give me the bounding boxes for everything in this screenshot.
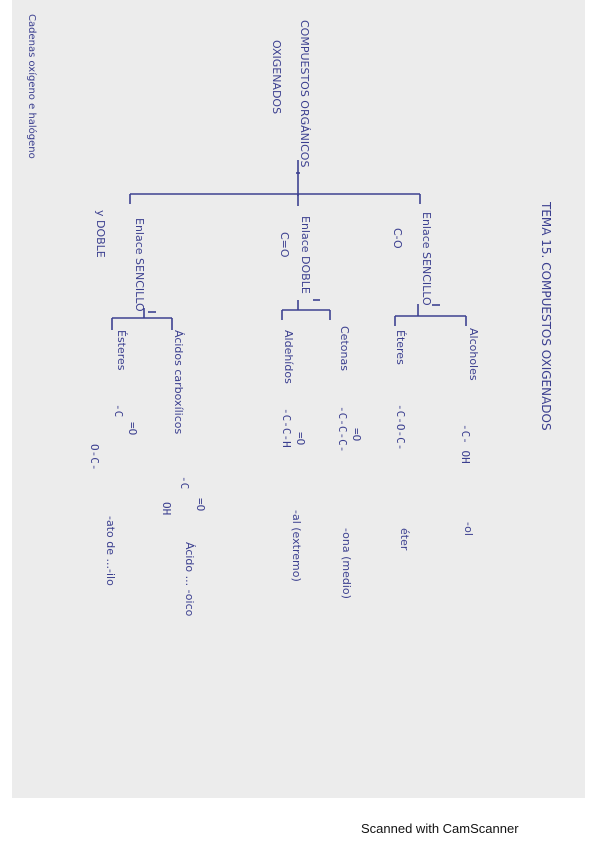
left-note: Cadenas oxígeno e halógeno — [26, 14, 37, 159]
branch-sencillo-doble-label: Enlace SENCILLO — [133, 218, 146, 312]
page-title: TEMA 15. COMPUESTOS OXIGENADOS — [539, 202, 553, 431]
alcoholes-formula: -C- OH — [459, 424, 472, 464]
cetonas-formula: -C-C-C- — [336, 406, 349, 453]
root-line2: OXIGENADOS — [270, 40, 283, 115]
esteres-suffix: -ato de ...-ilo — [104, 516, 117, 586]
eteres-suffix: éter — [398, 528, 411, 551]
root-line1: COMPUESTOS ORGÁNICOS — [298, 20, 311, 168]
esteres-name: Ésteres — [115, 330, 128, 371]
eteres-formula: -C-O-C- — [394, 404, 407, 451]
branch-doble-formula: C=O — [278, 232, 291, 258]
branch-sencillo-doble-label2: y DOBLE — [94, 210, 107, 258]
acidos-name: Ácidos carboxílicos — [172, 330, 185, 435]
cetonas-double: =O — [350, 428, 363, 442]
aldehidos-double: =O — [294, 432, 307, 446]
esteres-formula: -C — [112, 404, 125, 418]
acidos-suffix: Ácido ... -oico — [183, 542, 196, 617]
cetonas-name: Cetonas — [338, 326, 351, 371]
acidos-oh: OH — [160, 502, 173, 516]
esteres-double: =O — [126, 422, 139, 436]
camscanner-footer: Scanned with CamScanner — [361, 821, 519, 836]
cetonas-suffix: -ona (medio) — [340, 528, 353, 599]
eteres-name: Éteres — [394, 330, 407, 365]
branch-doble-label: Enlace DOBLE — [299, 216, 312, 294]
branch-sencillo-label: Enlace SENCILLO — [420, 212, 433, 306]
scanned-paper — [12, 0, 585, 798]
aldehidos-suffix: -al (extremo) — [290, 510, 303, 582]
esteres-tail: O-C- — [88, 444, 101, 471]
branch-sencillo-formula: C-O — [391, 228, 404, 249]
aldehidos-formula: -C-C-H — [280, 408, 293, 448]
alcoholes-suffix: -ol — [462, 522, 475, 536]
alcoholes-name: Alcoholes — [467, 328, 480, 381]
acidos-formula: -C — [178, 476, 191, 490]
acidos-double: =O — [194, 498, 207, 512]
aldehidos-name: Aldehídos — [282, 330, 295, 384]
